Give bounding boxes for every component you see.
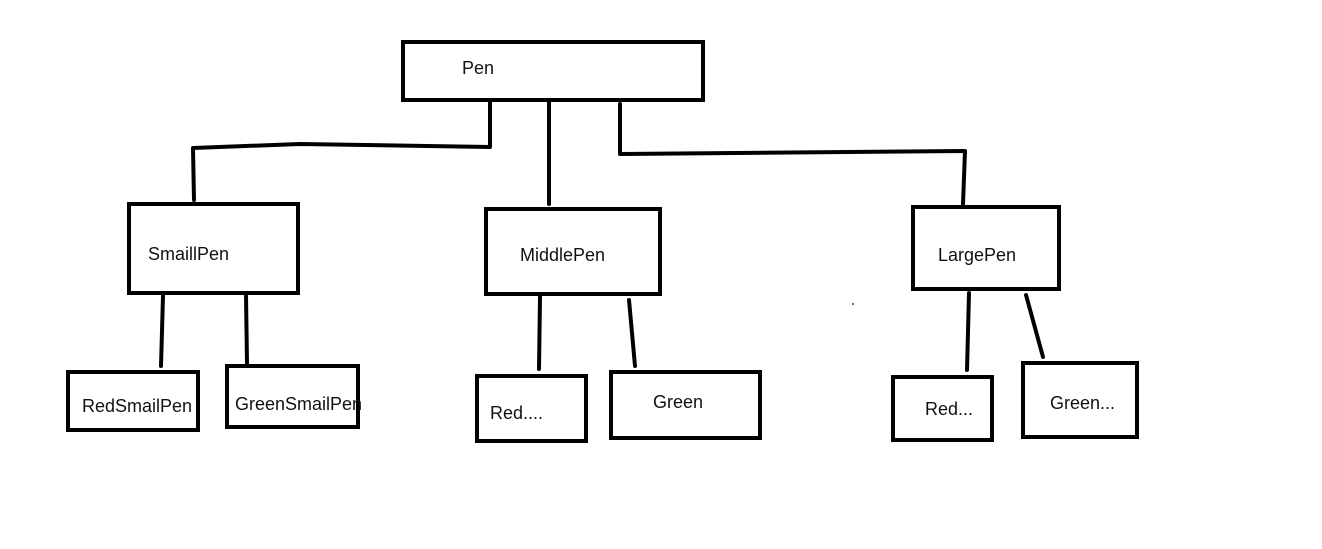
connector-largepen-to-green	[1024, 293, 1045, 359]
node-label: SmaillPen	[148, 244, 229, 264]
node-label: GreenSmailPen	[235, 394, 362, 414]
node-box	[475, 374, 588, 443]
node-label: Green	[653, 392, 703, 412]
node-box	[1021, 361, 1139, 439]
connector-largepen-to-red	[965, 291, 971, 372]
connector-pen-to-smaillpen	[191, 100, 492, 202]
node-redsmailpen: RedSmailPen	[66, 370, 200, 432]
node-box	[225, 364, 360, 429]
node-label: RedSmailPen	[82, 396, 192, 416]
node-large-green: Green...	[1021, 361, 1139, 439]
node-box	[911, 205, 1061, 291]
node-middle-green: Green	[609, 370, 762, 440]
node-box	[66, 370, 200, 432]
connector-smaillpen-to-redsmailpen	[159, 294, 165, 368]
node-label: Green...	[1050, 393, 1115, 413]
node-label: Red....	[490, 403, 543, 423]
node-middle-red: Red....	[475, 374, 588, 443]
node-label: LargePen	[938, 245, 1016, 265]
node-box	[401, 40, 705, 102]
node-label: Pen	[462, 58, 494, 78]
stray-dot	[852, 303, 854, 305]
node-large-red: Red...	[891, 375, 994, 442]
connector-smaillpen-to-greensmailpen	[244, 294, 249, 365]
node-greensmailpen: GreenSmailPen	[225, 364, 362, 429]
node-pen: Pen	[401, 40, 705, 102]
connector-pen-to-largepen	[618, 102, 967, 206]
node-box	[484, 207, 662, 296]
node-box	[609, 370, 762, 440]
node-largepen: LargePen	[911, 205, 1061, 291]
node-label: MiddlePen	[520, 245, 605, 265]
connector-middlepen-to-red	[537, 295, 542, 371]
node-box	[891, 375, 994, 442]
connectors	[159, 96, 1045, 372]
connector-middlepen-to-green	[627, 298, 637, 368]
node-label: Red...	[925, 399, 973, 419]
node-smaillpen: SmaillPen	[127, 202, 300, 295]
node-middlepen: MiddlePen	[484, 207, 662, 296]
node-box	[127, 202, 300, 295]
